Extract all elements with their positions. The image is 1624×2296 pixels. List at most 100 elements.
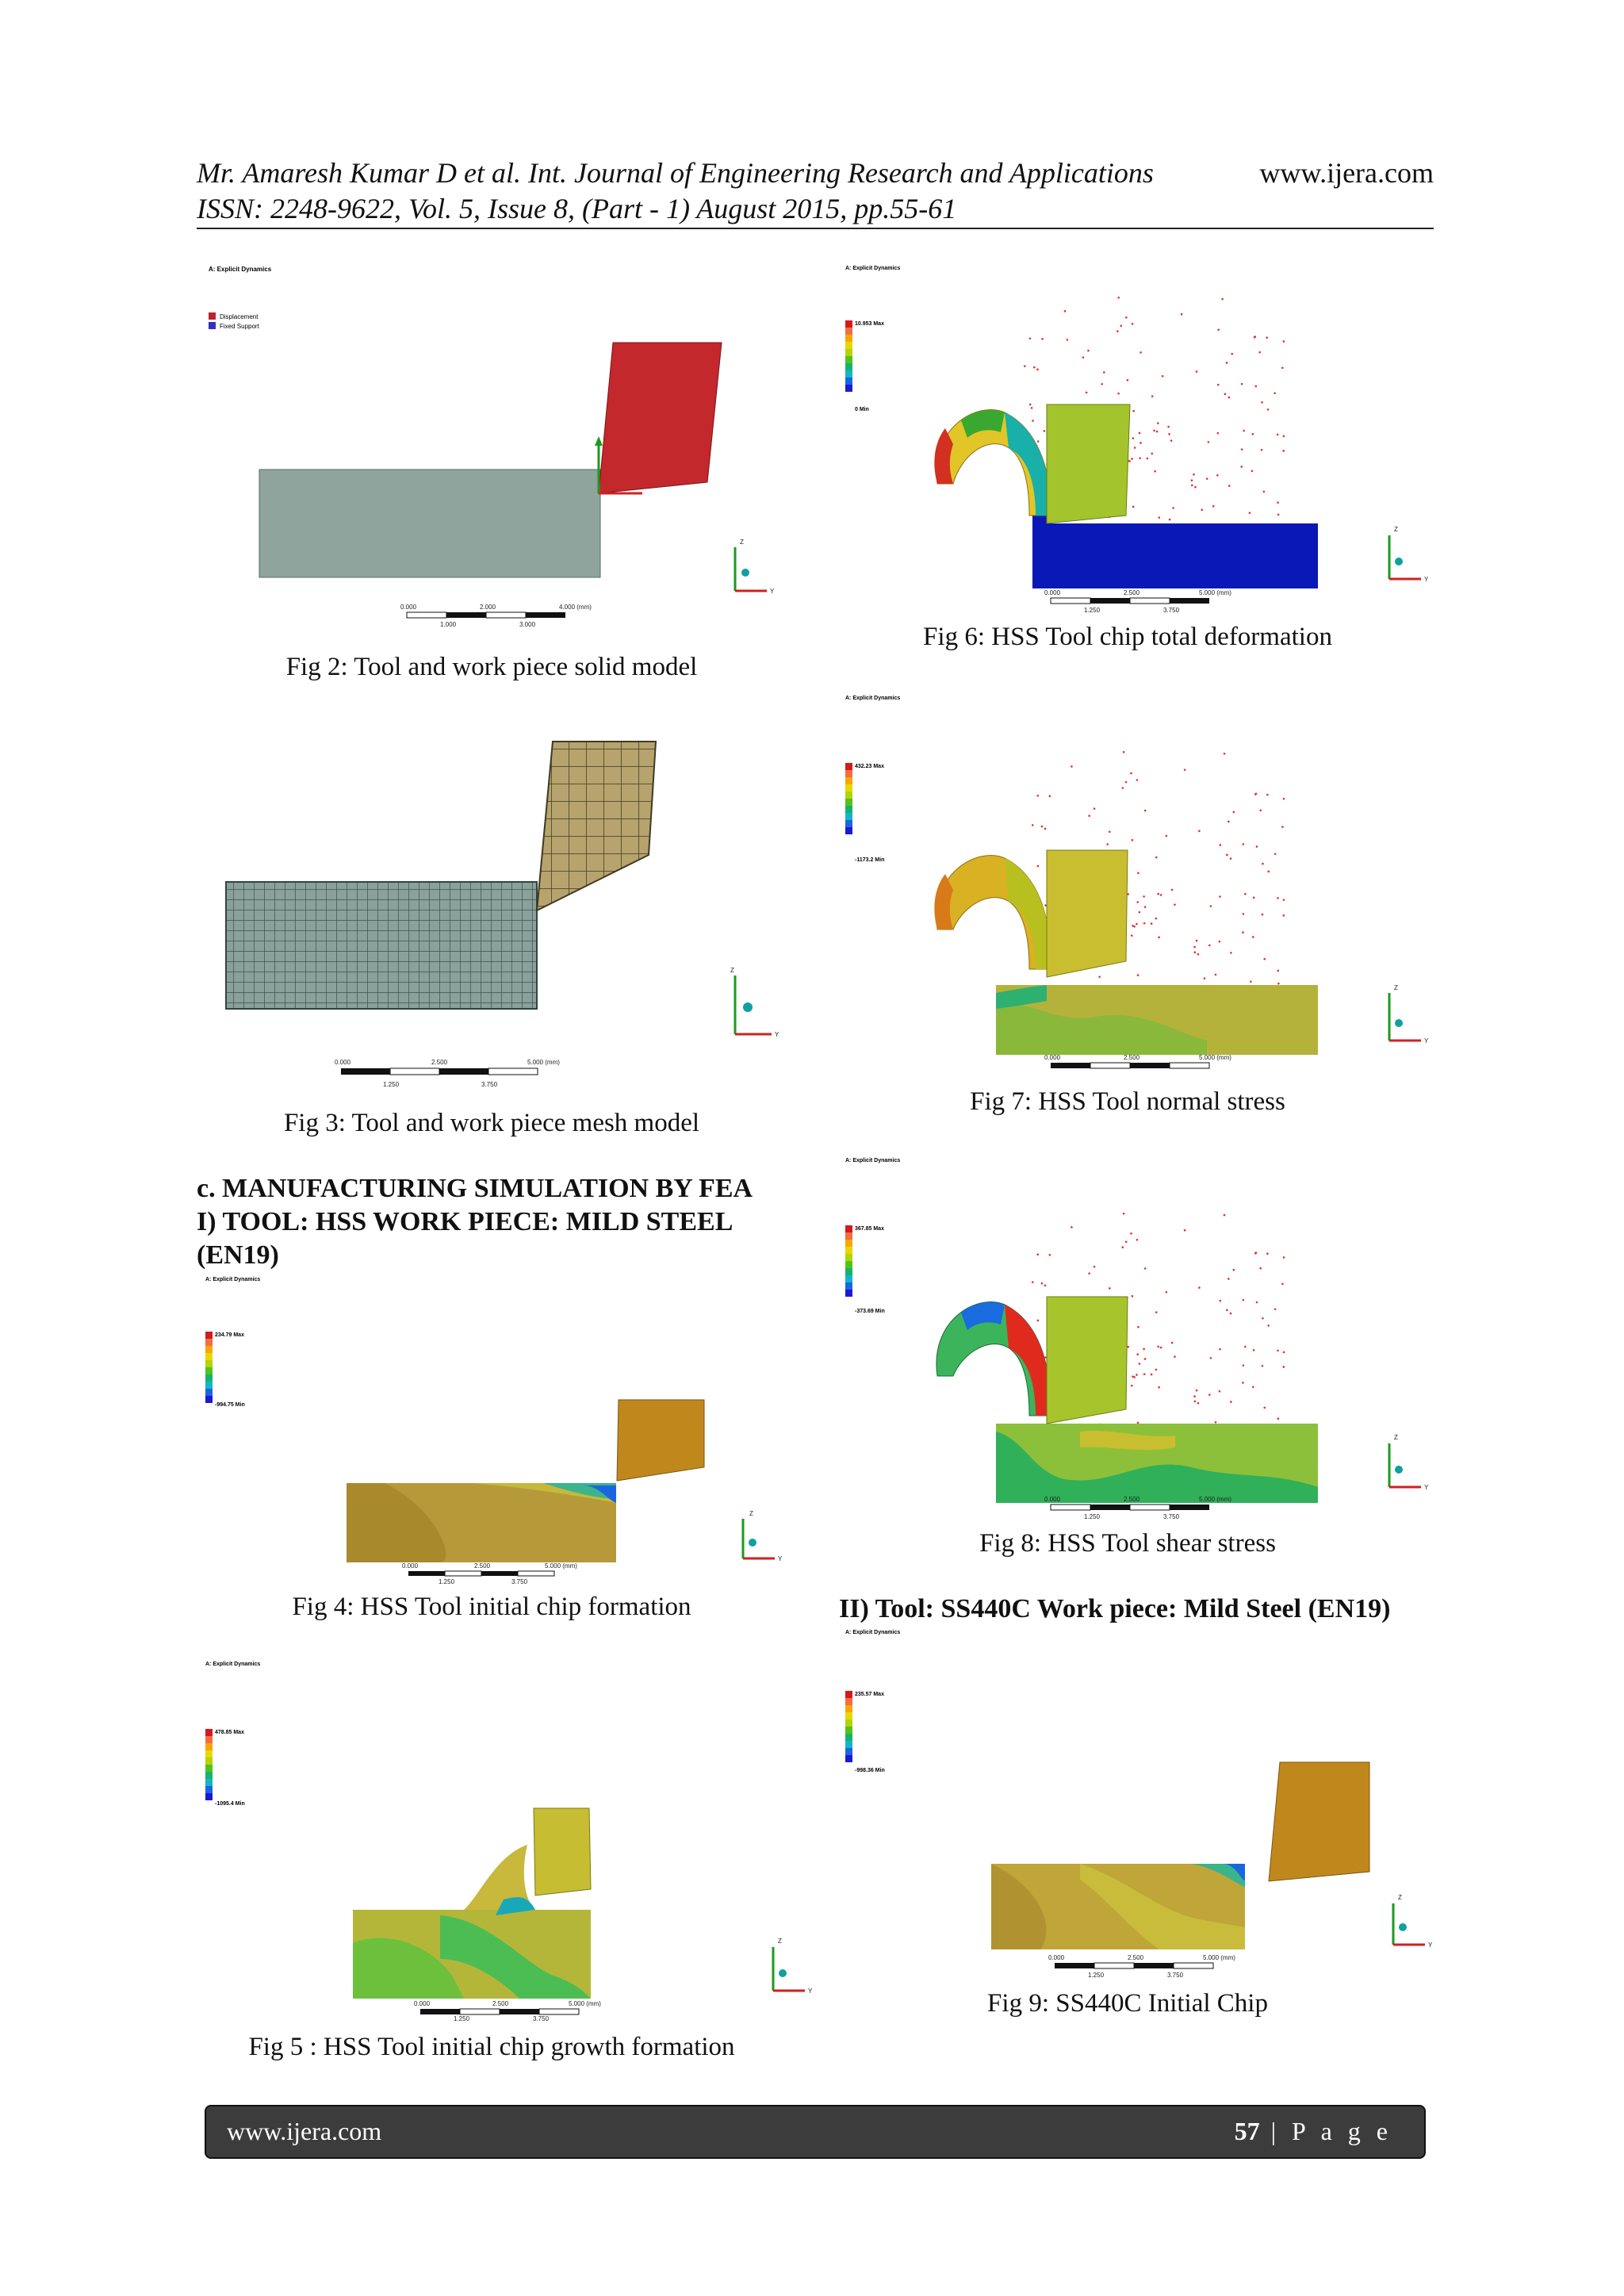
legend-swatch xyxy=(845,1275,852,1282)
debris-particle xyxy=(1248,512,1251,514)
debris-particle xyxy=(1036,368,1039,371)
svg-text:1.250: 1.250 xyxy=(383,1081,400,1088)
svg-text:432.23 Max: 432.23 Max xyxy=(855,764,884,769)
debris-particle xyxy=(1139,457,1141,459)
debris-particle xyxy=(1044,904,1047,907)
debris-particle xyxy=(1028,403,1032,406)
legend-swatch xyxy=(845,1712,852,1719)
debris-particle xyxy=(1183,769,1186,771)
debris-particle xyxy=(1143,809,1147,812)
svg-text:367.85 Max: 367.85 Max xyxy=(855,1226,884,1232)
debris-particle xyxy=(1259,1267,1262,1270)
debris-particle xyxy=(1168,433,1170,435)
debris-particle xyxy=(1243,1345,1247,1348)
figure-8-shear-stress: A: Explicit Dynamics 367.85 Max -373.69 … xyxy=(842,1154,1445,1527)
debris-particle xyxy=(1228,396,1231,399)
journal-url[interactable]: www.ijera.com xyxy=(1259,157,1434,189)
debris-particle xyxy=(1120,324,1123,328)
debris-particle xyxy=(1172,507,1174,509)
footer-site-link[interactable]: www.ijera.com xyxy=(227,2117,382,2145)
debris-particle xyxy=(1136,974,1139,976)
debris-particle xyxy=(1252,896,1255,899)
debris-particle xyxy=(1219,895,1221,898)
debris-particle xyxy=(1138,431,1141,435)
debris-particle xyxy=(1242,1382,1244,1384)
debris-particle xyxy=(1208,1393,1211,1396)
svg-text:2.500: 2.500 xyxy=(492,2000,509,2007)
debris-particle xyxy=(1242,913,1245,915)
debris-particle xyxy=(1282,1256,1285,1259)
debris-particle xyxy=(1232,1268,1235,1271)
debris-particle xyxy=(1221,297,1224,301)
debris-particle xyxy=(1261,913,1264,916)
svg-text:235.57 Max: 235.57 Max xyxy=(855,1692,884,1697)
figure-3-caption: Fig 3: Tool and work piece mesh model xyxy=(283,1109,700,1137)
debris-particle xyxy=(1228,485,1231,487)
svg-text:4.000 (mm): 4.000 (mm) xyxy=(559,604,592,611)
svg-text:Y: Y xyxy=(778,1555,783,1562)
debris-particle xyxy=(1088,815,1090,817)
svg-text:0.000: 0.000 xyxy=(1048,1954,1065,1961)
legend-swatch xyxy=(845,1232,852,1240)
debris-particle xyxy=(1103,371,1105,374)
debris-particle xyxy=(1174,903,1176,906)
debris-particle xyxy=(1138,910,1141,914)
debris-particle xyxy=(1130,934,1133,937)
debris-particle xyxy=(1082,356,1085,358)
debris-particle xyxy=(1203,977,1206,979)
svg-text:Z: Z xyxy=(749,1510,753,1517)
debris-particle xyxy=(1098,976,1101,978)
debris-particle xyxy=(1132,1375,1134,1378)
debris-particle xyxy=(1190,479,1193,482)
debris-particle xyxy=(1282,914,1285,917)
debris-particle xyxy=(1262,1317,1264,1320)
legend-swatch xyxy=(205,1743,213,1750)
journal-header: Mr. Amaresh Kumar D et al. Int. Journal … xyxy=(197,155,1434,227)
debris-particle xyxy=(1133,1376,1136,1378)
debris-particle xyxy=(1071,1226,1073,1228)
debris-particle xyxy=(1158,516,1161,519)
debris-particle xyxy=(1028,337,1032,340)
figure-legend: A: Explicit Dynamics 235.57 Max -998.36 … xyxy=(845,1630,900,1773)
svg-text:2.000: 2.000 xyxy=(480,604,496,611)
axis-triad: ZY xyxy=(1388,526,1429,583)
svg-text:0.000: 0.000 xyxy=(1044,1054,1061,1061)
debris-particle xyxy=(1036,1253,1040,1256)
debris-particle xyxy=(1143,895,1145,898)
legend-swatch xyxy=(845,363,852,370)
debris-particle xyxy=(1122,1212,1125,1215)
svg-text:Z: Z xyxy=(1394,984,1398,991)
svg-text:5.000 (mm): 5.000 (mm) xyxy=(1199,1054,1231,1061)
debris-particle xyxy=(1240,448,1243,450)
debris-particle xyxy=(1165,834,1168,838)
cutting-tool xyxy=(1046,1296,1128,1424)
debris-particle xyxy=(1254,1251,1258,1254)
debris-particle xyxy=(1228,820,1230,823)
debris-particle xyxy=(1281,366,1284,370)
debris-particle xyxy=(1127,1345,1130,1348)
legend-swatch xyxy=(205,1757,213,1765)
debris-particle xyxy=(1031,1281,1034,1283)
figure-9-caption: Fig 9: SS440C Initial Chip xyxy=(987,1989,1268,2018)
legend-title: A: Explicit Dynamics xyxy=(845,1630,900,1635)
journal-citation: Mr. Amaresh Kumar D et al. Int. Journal … xyxy=(197,157,1154,189)
debris-particle xyxy=(1230,1401,1232,1403)
workpiece-mesh xyxy=(225,881,538,1010)
debris-particle xyxy=(1261,401,1263,404)
debris-particle xyxy=(1254,792,1258,795)
cutting-tool xyxy=(533,1807,592,1896)
debris-particle xyxy=(1155,917,1158,920)
debris-particle xyxy=(1224,393,1227,396)
axis-triad: ZY xyxy=(733,539,775,595)
debris-particle xyxy=(1138,1363,1141,1365)
debris-particle xyxy=(1124,1240,1128,1244)
debris-particle xyxy=(1255,1301,1258,1304)
legend-swatch xyxy=(845,1741,852,1748)
debris-particle xyxy=(1223,752,1226,755)
legend-swatch xyxy=(205,1339,213,1346)
debris-particle xyxy=(1125,316,1128,319)
debris-particle xyxy=(1282,1351,1285,1354)
debris-particle xyxy=(1143,906,1147,908)
debris-particle xyxy=(1242,1298,1245,1301)
